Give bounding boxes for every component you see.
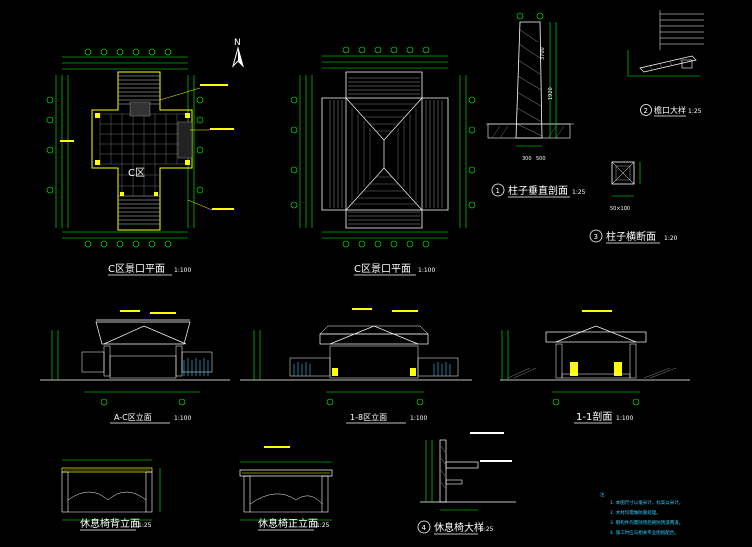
section-1-1: 1-1剖面 1:100 xyxy=(500,310,690,424)
column-section: 3700 1920 300 500 1 柱子垂直剖面 1:25 xyxy=(486,12,586,198)
bench-detail: 4 休息椅大样 1:25 xyxy=(417,432,516,535)
plan-left-scale: 1:100 xyxy=(174,267,191,274)
dim-col-3700: 3700 xyxy=(540,47,546,60)
bench-back-elevation: 休息椅背立面 1:25 xyxy=(61,459,161,531)
plan-right-title: C区景口平面 xyxy=(354,263,411,275)
bench-detail-title: 休息椅大样 xyxy=(434,521,484,534)
eave-scale: 1:25 xyxy=(688,108,702,115)
plan-left-title: C区景口平面 xyxy=(108,263,165,275)
plan-right: C区景口平面 1:100 xyxy=(290,46,476,276)
bench-back-scale: 1:25 xyxy=(138,522,152,529)
notes-block: 注 1. 本图尺寸以毫米计，标高以米计。 2. 木材均需做防腐处理。 3. 钢构… xyxy=(600,491,683,536)
eave-number: 2 xyxy=(644,107,648,115)
dim-col-50x100: 50×100 xyxy=(610,206,630,212)
note-2: 2. 木材均需做防腐处理。 xyxy=(610,509,661,516)
bench-front-title: 休息椅正立面 xyxy=(258,517,318,530)
dim-col-1920: 1920 xyxy=(548,87,554,100)
bench-front-scale: 1:25 xyxy=(316,522,330,529)
c-zone-mark: C区 xyxy=(128,167,145,179)
column-cross-title: 柱子横断面 xyxy=(606,230,656,243)
dim-col-300: 300 xyxy=(522,156,532,162)
dim-col-500: 500 xyxy=(536,156,546,162)
column-cross-number: 3 xyxy=(594,233,598,241)
section-1-1-title: 1-1剖面 xyxy=(576,410,612,423)
notes-label: 注 xyxy=(600,491,605,498)
elevation-b-scale: 1:100 xyxy=(410,415,427,422)
bench-back-title: 休息椅背立面 xyxy=(80,517,140,530)
bench-detail-scale: 1:25 xyxy=(480,526,494,533)
bench-detail-number: 4 xyxy=(422,524,427,532)
section-1-1-scale: 1:100 xyxy=(616,415,633,422)
plan-right-scale: 1:100 xyxy=(418,267,435,274)
note-4: 4. 施工时应与相关专业图纸配合。 xyxy=(610,529,679,536)
column-section-number: 1 xyxy=(496,187,500,195)
column-cross-section: 50×100 3 柱子横断面 1:20 xyxy=(589,161,678,244)
elevation-b-title: 1-8区立面 xyxy=(350,412,387,422)
column-cross-scale: 1:20 xyxy=(664,235,678,242)
elevation-b: 1-8区立面 1:100 xyxy=(240,308,472,424)
column-section-scale: 1:25 xyxy=(572,189,586,196)
elevation-a-title: A-C区立面 xyxy=(114,412,152,422)
note-3: 3. 钢构件均需除锈后刷防锈漆两道。 xyxy=(610,519,683,526)
grid-bubbles-left xyxy=(46,48,204,248)
elevation-a-scale: 1:100 xyxy=(174,415,191,422)
column-section-title: 柱子垂直剖面 xyxy=(508,184,568,197)
north-arrow: N xyxy=(232,38,244,68)
plan-left: C区 C区景口平面 1:100 xyxy=(46,48,234,276)
bench-front-elevation: 休息椅正立面 1:25 xyxy=(239,446,333,531)
north-label: N xyxy=(234,38,241,48)
eave-title: 檐口大样 xyxy=(654,105,686,115)
eave-detail: 2 檐口大样 1:25 xyxy=(627,10,704,117)
elevation-a: A-C区立面 1:100 xyxy=(40,310,230,424)
note-1: 1. 本图尺寸以毫米计，标高以米计。 xyxy=(610,499,683,506)
